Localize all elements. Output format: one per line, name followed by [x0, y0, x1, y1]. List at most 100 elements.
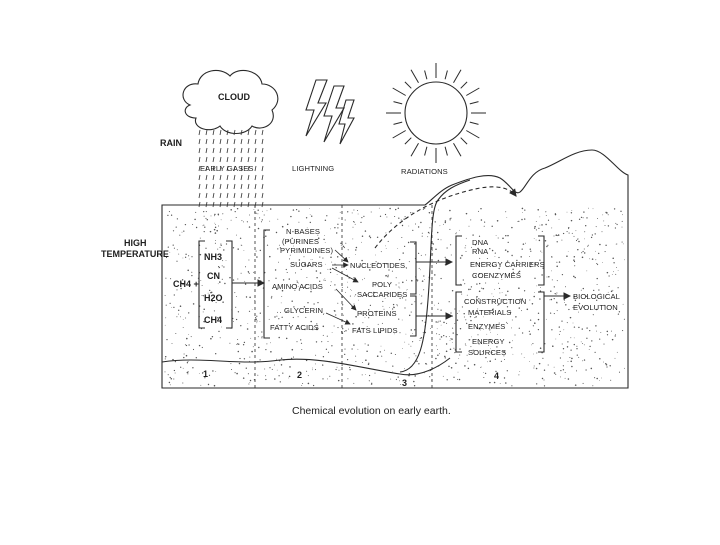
stipple-dot: [571, 210, 572, 211]
polymer-bracket-top: [410, 242, 416, 294]
rain-streak: [213, 157, 214, 162]
stipple-dot: [511, 255, 512, 256]
stipple-dot: [443, 322, 445, 324]
stipple-dot: [362, 236, 363, 237]
stipple-dot: [248, 260, 249, 261]
stipple-dot: [568, 361, 569, 362]
stipple-dot: [246, 296, 247, 297]
rain-streak: [262, 175, 263, 180]
stipple-dot: [173, 230, 174, 231]
stipple-dot: [323, 280, 324, 281]
stipple-dot: [260, 321, 261, 322]
stipple-dot: [278, 375, 279, 376]
stipple-dot: [617, 352, 618, 353]
stipple-dot: [563, 329, 564, 330]
stipple-dot: [389, 307, 390, 308]
stipple-dot: [533, 325, 534, 326]
stipple-dot: [270, 351, 272, 353]
stipple-dot: [182, 382, 183, 383]
stipple-dot: [559, 219, 560, 220]
stipple-dot: [369, 375, 370, 376]
stipple-dot: [244, 342, 245, 343]
lightning-group: LIGHTNING: [292, 80, 354, 173]
stipple-dot: [445, 264, 446, 265]
stipple-dot: [616, 267, 617, 268]
stipple-dot: [183, 368, 184, 369]
stipple-dot: [446, 351, 448, 353]
rain-streak: [241, 202, 242, 207]
stipple-dot: [307, 302, 308, 303]
stipple-dot: [328, 341, 329, 342]
stipple-dot: [597, 284, 598, 285]
stipple-dot: [402, 348, 403, 349]
stipple-dot: [458, 358, 459, 359]
stipple-dot: [596, 378, 598, 380]
stipple-dot: [468, 340, 469, 341]
stipple-dot: [386, 248, 387, 249]
energy-carriers-label: ENERGY CARRIERS: [470, 260, 545, 269]
stipple-dot: [357, 210, 358, 211]
stipple-dot: [187, 372, 188, 373]
stipple-dot: [487, 258, 488, 259]
stipple-dot: [609, 365, 610, 366]
pyrimidines-label: PYRIMIDINES): [280, 246, 333, 255]
stipple-dot: [398, 318, 399, 319]
stipple-dot: [451, 338, 453, 340]
stipple-dot: [459, 354, 460, 355]
stipple-dot: [436, 321, 437, 322]
stipple-dot: [441, 336, 443, 338]
rain-streak: [213, 130, 214, 135]
stipple-dot: [446, 323, 447, 324]
stipple-dot: [470, 289, 471, 290]
stipple-dot: [471, 286, 472, 287]
stipple-dot: [414, 301, 415, 302]
stipple-dot: [320, 272, 322, 274]
stipple-dot: [527, 309, 529, 311]
stipple-dot: [530, 319, 531, 320]
stipple-dot: [483, 377, 484, 378]
stipple-dot: [325, 242, 326, 243]
stipple-dot: [306, 277, 307, 278]
stipple-dot: [374, 373, 375, 374]
stipple-dot: [393, 304, 394, 305]
stipple-dot: [409, 357, 410, 358]
stipple-dot: [432, 250, 433, 251]
stipple-dot: [296, 209, 297, 210]
stipple-dot: [404, 368, 405, 369]
stipple-dot: [567, 322, 568, 323]
stipple-dot: [217, 249, 218, 250]
stipple-dot: [583, 217, 584, 218]
stipple-dot: [241, 220, 242, 221]
stage3-polymers: NUCLEOTIDES, POLY SACCARIDES PROTEINS FA…: [350, 242, 416, 336]
stipple-dot: [530, 251, 531, 252]
stipple-dot: [574, 261, 575, 262]
stipple-dot: [216, 230, 218, 232]
stipple-dot: [536, 368, 538, 370]
stipple-dot: [600, 332, 601, 333]
stipple-dot: [236, 217, 237, 218]
stipple-dot: [494, 289, 495, 290]
stipple-dot: [397, 248, 398, 249]
stipple-dot: [619, 311, 620, 312]
stipple-dot: [209, 375, 210, 376]
stipple-dot: [187, 362, 188, 363]
stipple-dot: [196, 357, 197, 358]
stipple-dot: [468, 368, 470, 370]
stipple-dot: [560, 357, 561, 358]
stipple-dot: [218, 214, 219, 215]
stipple-dot: [355, 254, 356, 255]
stipple-dot: [316, 341, 317, 342]
stipple-dot: [391, 223, 392, 224]
stipple-dot: [511, 385, 512, 386]
lightning-bolt-icon: [339, 100, 354, 144]
stipple-dot: [450, 219, 451, 220]
stipple-dot: [331, 281, 332, 282]
stipple-dot: [342, 287, 343, 288]
stipple-dot: [466, 238, 467, 239]
stipple-dot: [391, 353, 392, 354]
stipple-dot: [529, 331, 530, 332]
biological-label: BIOLOGICAL: [573, 292, 620, 301]
stipple-dot: [347, 211, 348, 212]
sun-ray: [394, 102, 403, 104]
stipple-dot: [223, 266, 224, 267]
